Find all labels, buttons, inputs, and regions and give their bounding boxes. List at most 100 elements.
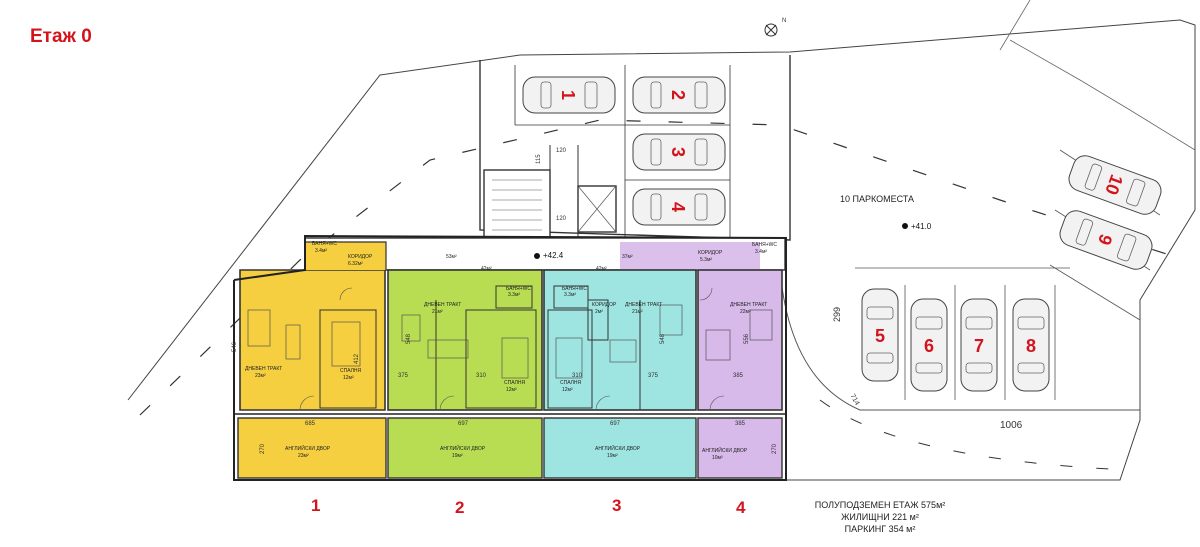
parked-car xyxy=(910,298,948,392)
compass: N xyxy=(764,18,786,37)
unit-3-yard-area: 19м² xyxy=(607,453,618,459)
dim-parking-depth: 299 xyxy=(832,307,842,322)
dim-unit3-day: 375 xyxy=(648,373,659,379)
unit-1-bath-area: 3.4м² xyxy=(315,248,327,254)
unit-1-yard-area: 23м² xyxy=(298,453,309,459)
level-markers: +42.4 +41.0 xyxy=(534,222,932,260)
unit-2-yard-label: АНГЛИЙСКИ ДВОР xyxy=(440,444,486,452)
road-curve xyxy=(779,269,1140,411)
parking-enclosure xyxy=(479,55,791,241)
unit-number-2: 2 xyxy=(455,498,465,517)
hall-area-3: 42м² xyxy=(596,266,607,272)
unit-4-corridor-label: КОРИДОР xyxy=(698,250,723,256)
parking-spot-number: 8 xyxy=(1026,336,1036,356)
stair-treads xyxy=(492,179,542,231)
hall-area-1: 53м² xyxy=(446,254,457,260)
car-windshield xyxy=(866,306,894,320)
dim-unit3-depth: 548 xyxy=(660,333,666,344)
car-body xyxy=(632,133,726,171)
dim-parking-length: 1006 xyxy=(1000,420,1023,431)
car-windshield xyxy=(915,316,943,330)
parked-car xyxy=(861,288,899,382)
dim-unit1-bed: 412 xyxy=(354,353,360,364)
car-body xyxy=(861,288,899,382)
unit-4-corridor-area: 5.3м² xyxy=(700,257,712,263)
parked-car xyxy=(960,298,998,392)
room-labels: ДНЕВЕН ТРАКТ 23м² СПАЛНЯ 12м² БАНЯ+WC 3.… xyxy=(245,241,777,461)
unit-number-1: 1 xyxy=(311,496,321,515)
unit-number-3: 3 xyxy=(612,496,622,515)
dim-stair-3: 115 xyxy=(536,154,542,164)
summary-total: ПОЛУПОДЗЕМЕН ЕТАЖ 575м² xyxy=(814,500,946,510)
unit-4-yard-label: АНГЛИЙСКИ ДВОР xyxy=(702,446,748,454)
area-summary: ПОЛУПОДЗЕМЕН ЕТАЖ 575м² ЖИЛИЩНИ 221 м² П… xyxy=(800,499,960,535)
dim-unit4-day: 385 xyxy=(733,373,744,379)
level-entrance: +42.4 xyxy=(543,251,564,260)
dim-road-radius: 714 xyxy=(849,393,861,407)
parking-spot-number: 1 xyxy=(558,90,578,100)
unit-2-bedroom-area: 12м² xyxy=(506,387,517,393)
road-dashed-line xyxy=(139,119,1186,416)
summary-living: ЖИЛИЩНИ 221 м² xyxy=(841,512,919,522)
car-rear-window xyxy=(965,362,993,374)
unit-3-bath-area: 3.3м² xyxy=(564,292,576,298)
dim-yard-depth-4: 270 xyxy=(772,443,778,454)
dim-unit4-width: 385 xyxy=(735,421,746,427)
car-windshield xyxy=(1017,316,1045,330)
parking-title: 10 ПАРКОМЕСТА xyxy=(840,194,914,204)
unit-3-bath-label: БАНЯ+WC xyxy=(562,286,587,292)
car-windshield xyxy=(694,138,708,166)
car-windshield xyxy=(965,316,993,330)
parking-spot-number: 3 xyxy=(668,147,688,157)
parked-car xyxy=(632,133,726,171)
unit-2-floor xyxy=(387,269,543,411)
unit-4-bath-area: 3.4м² xyxy=(755,249,767,255)
unit-4-day-area: 22м² xyxy=(740,309,751,315)
unit-2-yard-area: 19м² xyxy=(452,453,463,459)
unit-1-floor xyxy=(239,269,386,411)
unit-1-yard-label: АНГЛИЙСКИ ДВОР xyxy=(285,444,331,452)
car-windshield xyxy=(694,193,708,221)
car-body xyxy=(910,298,948,392)
car-rear-window xyxy=(866,352,894,364)
building-shell xyxy=(233,234,787,481)
parking-spot-number: 7 xyxy=(974,336,984,356)
unit-3-corridor-area: 2м² xyxy=(595,309,603,315)
furniture xyxy=(247,304,773,379)
dim-unit2-width: 697 xyxy=(458,421,469,427)
car-body xyxy=(1012,298,1050,392)
car-rear-window xyxy=(540,81,552,109)
site-boundary xyxy=(127,19,1196,481)
unit-3-day-label: ДНЕВЕН ТРАКТ xyxy=(625,302,662,308)
interior-walls xyxy=(319,285,641,410)
car-rear-window xyxy=(1075,218,1094,246)
unit-3-yard-label: АНГЛИЙСКИ ДВОР xyxy=(595,444,641,452)
car-rear-window xyxy=(1017,362,1045,374)
dim-stair-2: 120 xyxy=(556,216,567,222)
dim-unit4-depth: 556 xyxy=(744,333,750,344)
unit-1-bath-label: БАНЯ+WC xyxy=(312,241,337,247)
parking-spot-number: 4 xyxy=(668,202,688,212)
unit-1-bedroom-label: СПАЛНЯ xyxy=(340,368,362,374)
unit-1-corridor-label: КОРИДОР xyxy=(348,254,373,260)
elevator-cross xyxy=(577,185,617,233)
door-swings xyxy=(299,287,725,411)
hall-area-2: 42м² xyxy=(481,266,492,272)
dim-unit1-width: 685 xyxy=(305,421,316,427)
dim-unit3-bed: 310 xyxy=(572,373,583,379)
unit-2-yard xyxy=(387,417,543,479)
parked-car xyxy=(632,188,726,226)
dim-unit2-depth: 548 xyxy=(406,333,412,344)
dim-stair-1: 120 xyxy=(556,148,567,154)
unit-3-bedroom-label: СПАЛНЯ xyxy=(560,380,582,386)
parked-car xyxy=(1012,298,1050,392)
car-rear-window xyxy=(650,81,662,109)
unit-2-bath-label: БАНЯ+WC xyxy=(506,286,531,292)
unit-2-day-label: ДНЕВЕН ТРАКТ xyxy=(424,302,461,308)
road-dashed-line-2 xyxy=(819,399,1131,471)
unit-4-day-label: ДНЕВЕН ТРАКТ xyxy=(730,302,767,308)
unit-3-day-area: 21м² xyxy=(632,309,643,315)
property-line xyxy=(999,0,1196,151)
